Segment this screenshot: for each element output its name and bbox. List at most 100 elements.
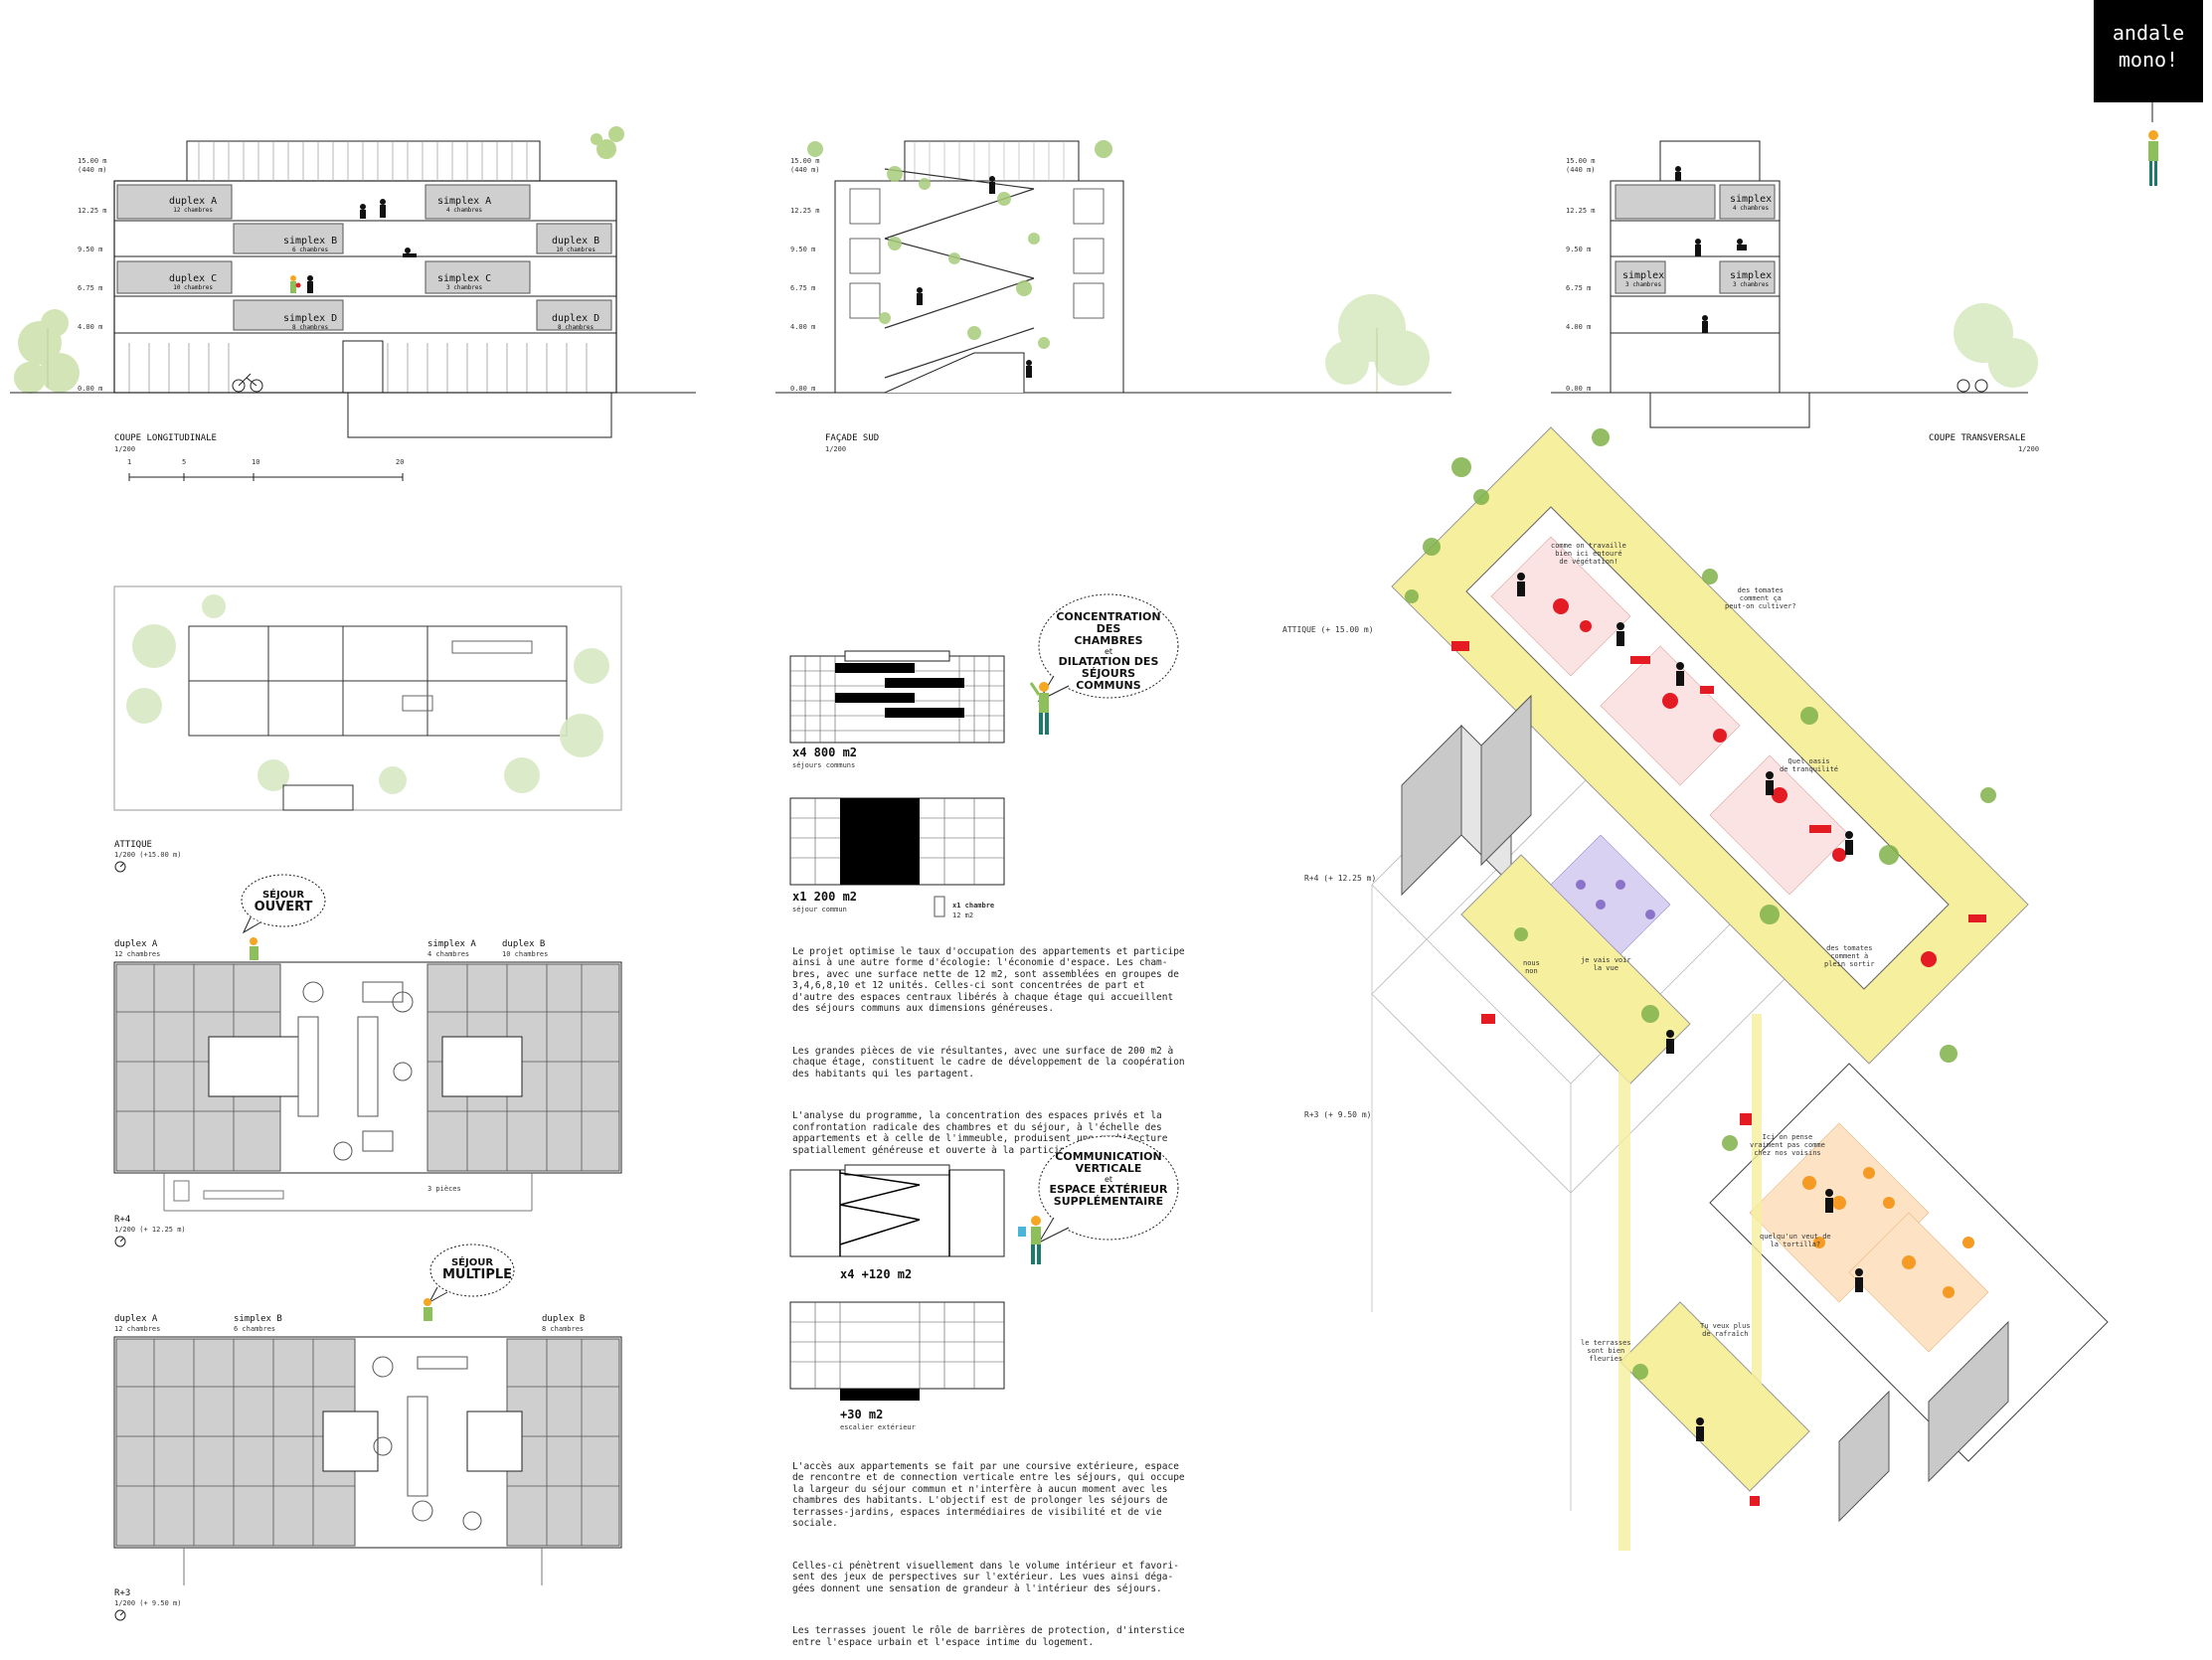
diagram-figure-1 — [1029, 682, 1049, 735]
trans-level-000: 0.00 m — [1566, 385, 1592, 393]
level-400: 4.00 m — [78, 323, 103, 331]
coupe-longitudinale-title: COUPE LONGITUDINALE — [114, 433, 217, 443]
r3-label-duplex-b: duplex B — [542, 1314, 586, 1324]
r4-note: 3 pièces — [427, 1185, 461, 1193]
logo-line-1: andale — [2112, 21, 2185, 45]
north-arrow-icon — [114, 1609, 126, 1621]
bubble-sejour-ouvert — [241, 874, 326, 934]
diagram-4 — [789, 1301, 1005, 1401]
diagram-4-value: +30 m2 — [840, 1408, 884, 1421]
axo-level-attique: ATTIQUE (+ 15.00 m) — [1282, 625, 1374, 634]
level-000: 0.00 m — [78, 385, 103, 393]
plan-r3-title: R+3 — [114, 1588, 131, 1598]
diagram-figure-2 — [1018, 1216, 1041, 1264]
plan-r4-drawing — [113, 961, 622, 1212]
facade-level-400: 4.00 m — [790, 323, 816, 331]
text-1-p3: L'analyse du programme, la concentration… — [792, 1110, 1168, 1156]
trans-level-400: 4.00 m — [1566, 323, 1592, 331]
bubble-communication-text: COMMUNICATION VERTICALE et ESPACE EXTÉRI… — [1049, 1150, 1168, 1208]
facade-sud-drawing — [775, 140, 1451, 394]
coupe-transversale-title: COUPE TRANSVERSALE — [1929, 433, 2026, 443]
coupe-transversale-drawing — [1551, 140, 2038, 428]
axo-note-5: nous non — [1523, 959, 1540, 975]
scale-1: 1 — [127, 458, 132, 466]
level-675: 6.75 m — [78, 284, 103, 292]
plan-r3-scale: 1/200 (+ 9.50 m) — [114, 1599, 182, 1607]
diagram-1 — [789, 650, 1005, 744]
diagram-1-label: séjours communs — [792, 761, 856, 769]
axo-note-1: comme on travaille bien ici entouré de v… — [1551, 542, 1626, 566]
level-440: (440 m) — [78, 166, 107, 174]
diagram-3 — [789, 1164, 1005, 1257]
trans-level-440: (440 m) — [1566, 166, 1596, 174]
diagram-4-label: escalier extérieur — [840, 1423, 916, 1431]
trans-level-1225: 12.25 m — [1566, 207, 1596, 215]
facade-level-15: 15.00 m — [790, 157, 820, 165]
r4-label-duplex-b-sub: 10 chambres — [502, 950, 549, 958]
axo-note-9: le terrasses sont bien fleuries — [1581, 1339, 1631, 1363]
axo-note-2: des tomates comment ça peut-on cultiver? — [1725, 586, 1796, 610]
coupe-longitudinale-drawing — [10, 126, 696, 438]
chambre-legend-icon — [934, 896, 945, 917]
diagram-2-value: x1 200 m2 — [792, 890, 858, 904]
diagram-2-legend-value: x1 chambre — [952, 902, 995, 910]
axo-note-10: Tu veux plus de rafraîch — [1700, 1322, 1751, 1338]
plan-r4-title: R+4 — [114, 1215, 131, 1225]
level-1225: 12.25 m — [78, 207, 107, 215]
bubble-sejour-multiple — [427, 1244, 515, 1304]
text-2-p2: Celles-ci pénètrent visuellement dans le… — [792, 1560, 1179, 1594]
r4-figure — [250, 937, 258, 960]
scale-10: 10 — [252, 458, 260, 466]
plan-attique-title: ATTIQUE — [114, 840, 152, 850]
axo-note-4: des tomates comment à plein sortir — [1824, 944, 1875, 968]
r4-label-duplex-a: duplex A — [114, 939, 158, 949]
text-1-p2: Les grandes pièces de vie résultantes, a… — [792, 1045, 1185, 1079]
north-arrow-icon — [114, 1236, 126, 1247]
coupe-longitudinale-scale: 1/200 — [114, 445, 136, 453]
facade-level-675: 6.75 m — [790, 284, 816, 292]
plan-attique-scale: 1/200 (+15.00 m) — [114, 851, 182, 859]
coupe-transversale-scale: 1/200 — [2018, 445, 2040, 453]
r3-label-duplex-b-sub: 8 chambres — [542, 1325, 585, 1333]
diagram-2-legend-area: 12 m2 — [952, 912, 974, 919]
axo-level-r3: R+3 (+ 9.50 m) — [1304, 1110, 1372, 1119]
trans-level-950: 9.50 m — [1566, 246, 1592, 253]
axo-note-3: Quel oasis de tranquilité — [1780, 757, 1839, 773]
facade-level-1225: 12.25 m — [790, 207, 820, 215]
r3-label-simplex-b-sub: 6 chambres — [234, 1325, 276, 1333]
level-15: 15.00 m — [78, 157, 107, 165]
bubble-communication — [1037, 1135, 1179, 1245]
facade-sud-scale: 1/200 — [825, 445, 847, 453]
north-arrow-icon — [114, 861, 126, 873]
r4-label-simplex-a-sub: 4 chambres — [427, 950, 470, 958]
scale-5: 5 — [182, 458, 187, 466]
logo: andale mono! — [2094, 0, 2203, 102]
scale-20: 20 — [396, 458, 405, 466]
logo-line-2: mono! — [2118, 48, 2179, 72]
trans-level-15: 15.00 m — [1566, 157, 1596, 165]
axo-note-6: je vais voir la vue — [1581, 956, 1631, 972]
r4-label-duplex-a-sub: 12 chambres — [114, 950, 161, 958]
text-1-p1: Le projet optimise le taux d'occupation … — [792, 945, 1185, 1015]
plan-r3-drawing — [113, 1336, 622, 1585]
r4-label-simplex-a: simplex A — [427, 939, 476, 949]
axo-level-r4: R+4 (+ 12.25 m) — [1304, 874, 1377, 883]
text-block-2: L'accès aux appartements se fait par une… — [792, 1449, 1190, 1660]
axo-note-8: quelqu'un veut de la tortilla? — [1760, 1233, 1831, 1248]
diagram-2-label: séjour commun — [792, 906, 847, 913]
axo-note-7: Ici on pense vraiment pas comme chez nos… — [1750, 1133, 1825, 1157]
text-2-p3: Les terrasses jouent le rôle de barrière… — [792, 1625, 1185, 1648]
plan-attique-drawing — [113, 585, 622, 811]
r3-figure — [424, 1298, 432, 1321]
facade-sud-title: FAÇADE SUD — [825, 433, 880, 443]
level-950: 9.50 m — [78, 246, 103, 253]
bubble-sejour-multiple-text: SÉJOUR MULTIPLE — [442, 1257, 513, 1282]
